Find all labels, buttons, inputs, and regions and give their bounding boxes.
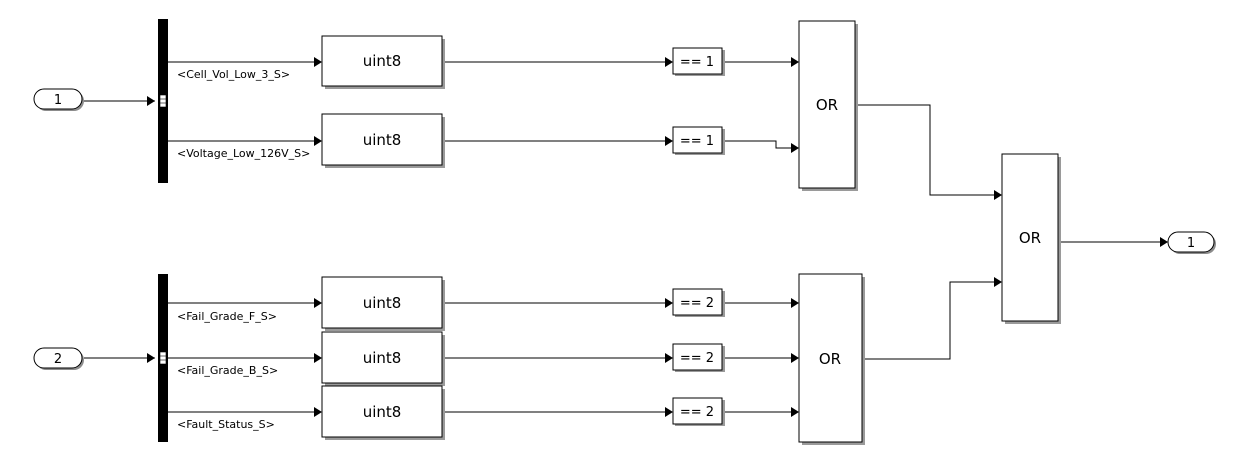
uint8-block-2[interactable]: uint8 xyxy=(321,113,445,168)
inport-2-label: 2 xyxy=(54,352,62,367)
compare-block-2-label: == 1 xyxy=(680,134,714,149)
arrowhead xyxy=(665,136,673,146)
uint8-block-4-label: uint8 xyxy=(363,349,402,367)
arrowhead xyxy=(314,57,322,67)
compare-block-2[interactable]: == 1 xyxy=(672,126,725,155)
or-block-2[interactable]: OR xyxy=(798,273,865,445)
compare-block-1[interactable]: == 1 xyxy=(672,47,725,76)
arrowhead xyxy=(314,407,322,417)
arrowhead xyxy=(994,277,1002,287)
compare-block-1-label: == 1 xyxy=(680,55,714,70)
bus-selector-1[interactable] xyxy=(158,19,168,183)
signal-label-fail-grade-b: <Fail_Grade_B_S> xyxy=(177,364,278,377)
uint8-block-3[interactable]: uint8 xyxy=(321,276,445,331)
bus-selector-2[interactable] xyxy=(158,274,168,442)
arrowhead xyxy=(791,143,799,153)
line-or1-to-or3 xyxy=(855,104,994,196)
line-or2-to-or3 xyxy=(862,281,994,360)
outport-1[interactable]: 1 xyxy=(1167,231,1216,254)
uint8-block-5[interactable]: uint8 xyxy=(321,385,445,440)
compare-block-4-label: == 2 xyxy=(680,351,714,366)
arrowhead xyxy=(1160,237,1168,247)
or-block-3-label: OR xyxy=(1019,229,1041,247)
uint8-block-5-label: uint8 xyxy=(363,403,402,421)
uint8-block-4[interactable]: uint8 xyxy=(321,331,445,386)
compare-block-5-label: == 2 xyxy=(680,405,714,420)
uint8-block-3-label: uint8 xyxy=(363,294,402,312)
signal-label-voltage-low: <Voltage_Low_126V_S> xyxy=(177,147,310,160)
arrowhead xyxy=(791,353,799,363)
arrowhead xyxy=(665,407,673,417)
arrowhead xyxy=(791,407,799,417)
compare-block-3-label: == 2 xyxy=(680,296,714,311)
arrowhead xyxy=(314,353,322,363)
or-block-1-label: OR xyxy=(816,96,838,114)
arrowhead xyxy=(314,136,322,146)
arrowheads xyxy=(147,57,1168,417)
or-block-1[interactable]: OR xyxy=(798,20,858,191)
compare-block-4[interactable]: == 2 xyxy=(672,343,725,372)
arrowhead xyxy=(147,353,155,363)
arrowhead xyxy=(147,96,155,106)
compare-block-3[interactable]: == 2 xyxy=(672,288,725,317)
compare-block-5[interactable]: == 2 xyxy=(672,397,725,426)
inport-1-label: 1 xyxy=(54,93,62,108)
uint8-block-2-label: uint8 xyxy=(363,131,402,149)
inport-2[interactable]: 2 xyxy=(33,347,84,370)
uint8-block-1[interactable]: uint8 xyxy=(321,35,445,89)
or-block-3[interactable]: OR xyxy=(1001,153,1061,324)
signal-label-fail-grade-f: <Fail_Grade_F_S> xyxy=(177,310,277,323)
signal-label-fault-status: <Fault_Status_S> xyxy=(177,418,275,431)
outport-1-label: 1 xyxy=(1187,236,1195,251)
or-block-2-label: OR xyxy=(819,350,841,368)
arrowhead xyxy=(665,353,673,363)
signal-label-cell-vol-low: <Cell_Vol_Low_3_S> xyxy=(177,68,290,81)
arrowhead xyxy=(665,57,673,67)
arrowhead xyxy=(665,298,673,308)
inport-1[interactable]: 1 xyxy=(33,88,84,111)
line-cmp2-to-or1 xyxy=(722,140,791,149)
arrowhead xyxy=(314,298,322,308)
arrowhead xyxy=(791,57,799,67)
uint8-block-1-label: uint8 xyxy=(363,52,402,70)
arrowhead xyxy=(994,190,1002,200)
connection-lines xyxy=(84,61,1160,413)
arrowhead xyxy=(791,298,799,308)
